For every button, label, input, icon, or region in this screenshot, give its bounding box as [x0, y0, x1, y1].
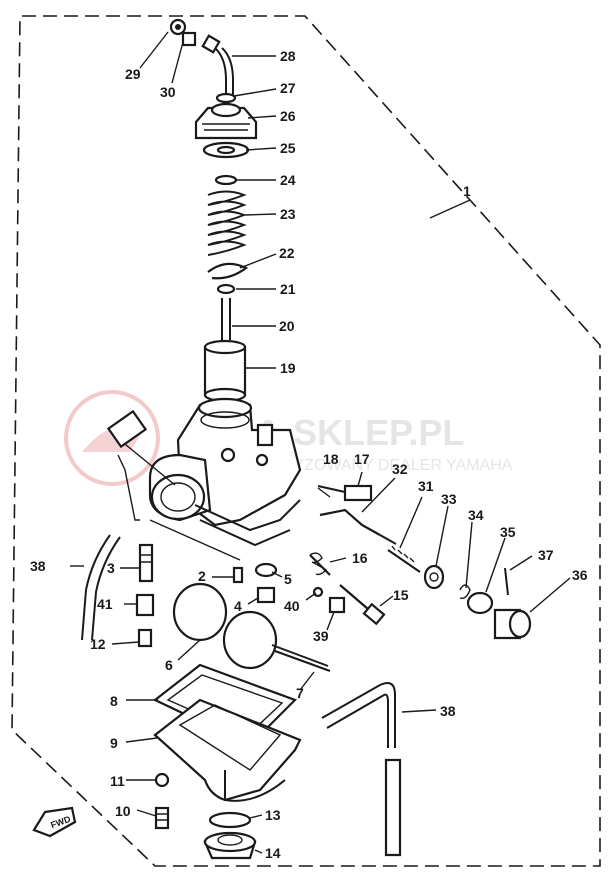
callout-6: 6 [165, 657, 173, 673]
watermark-logo-ring [64, 390, 160, 486]
callout-23: 23 [280, 206, 296, 222]
callout-25: 25 [280, 140, 296, 156]
callout-24: 24 [280, 172, 296, 188]
callout-29: 29 [125, 66, 141, 82]
callout-9: 9 [110, 735, 118, 751]
jets-and-screws [309, 484, 532, 640]
callout-8: 8 [110, 693, 118, 709]
callout-5: 5 [284, 571, 292, 587]
callout-34: 34 [468, 507, 484, 523]
top-cap-assembly [169, 18, 258, 403]
callout-30: 30 [160, 84, 176, 100]
callout-17: 17 [354, 451, 370, 467]
assembly-boundary [11, 15, 601, 867]
float-assembly [172, 582, 331, 672]
callout-13: 13 [265, 807, 281, 823]
assembly-number: 1 [463, 183, 471, 199]
float-bowl-assembly [152, 663, 302, 860]
callout-20: 20 [279, 318, 295, 334]
callout-2: 2 [198, 568, 206, 584]
callout-40: 40 [284, 598, 300, 614]
callout-32: 32 [392, 461, 408, 477]
overflow-hose-left [81, 534, 121, 641]
callout-11: 11 [110, 773, 125, 789]
callout-15: 15 [393, 587, 409, 603]
callout-22: 22 [279, 245, 295, 261]
callout-38-left: 38 [30, 558, 46, 574]
callout-26: 26 [280, 108, 296, 124]
callout-33: 33 [441, 491, 457, 507]
callout-21: 21 [280, 281, 296, 297]
carburetor-body [106, 397, 302, 561]
callout-10: 10 [115, 803, 131, 819]
callout-27: 27 [280, 80, 296, 96]
callout-16: 16 [352, 550, 368, 566]
callout-31: 31 [418, 478, 434, 494]
callout-37: 37 [538, 547, 554, 563]
callout-41: 41 [97, 596, 113, 612]
leader-1 [429, 199, 471, 219]
callout-39: 39 [313, 628, 329, 644]
callout-19: 19 [280, 360, 296, 376]
overflow-hose-right [321, 682, 402, 857]
callout-12: 12 [90, 636, 106, 652]
callout-7: 7 [296, 685, 304, 701]
callout-36: 36 [572, 567, 588, 583]
fwd-arrow-icon: FWD [32, 806, 77, 838]
callout-28: 28 [280, 48, 296, 64]
callout-4: 4 [234, 598, 242, 614]
callout-3: 3 [107, 560, 115, 576]
callout-labels: 2 3 4 5 6 7 8 9 10 11 12 13 14 15 16 17 … [30, 48, 588, 861]
small-parts-left [135, 543, 278, 648]
callout-35: 35 [500, 524, 516, 540]
callout-38-right: 38 [440, 703, 456, 719]
watermark-dealer: AUTORYZOWANY DEALER YAMAHA [238, 457, 513, 474]
leader-lines [70, 31, 571, 854]
callout-18: 18 [323, 451, 339, 467]
callout-14: 14 [265, 845, 281, 861]
